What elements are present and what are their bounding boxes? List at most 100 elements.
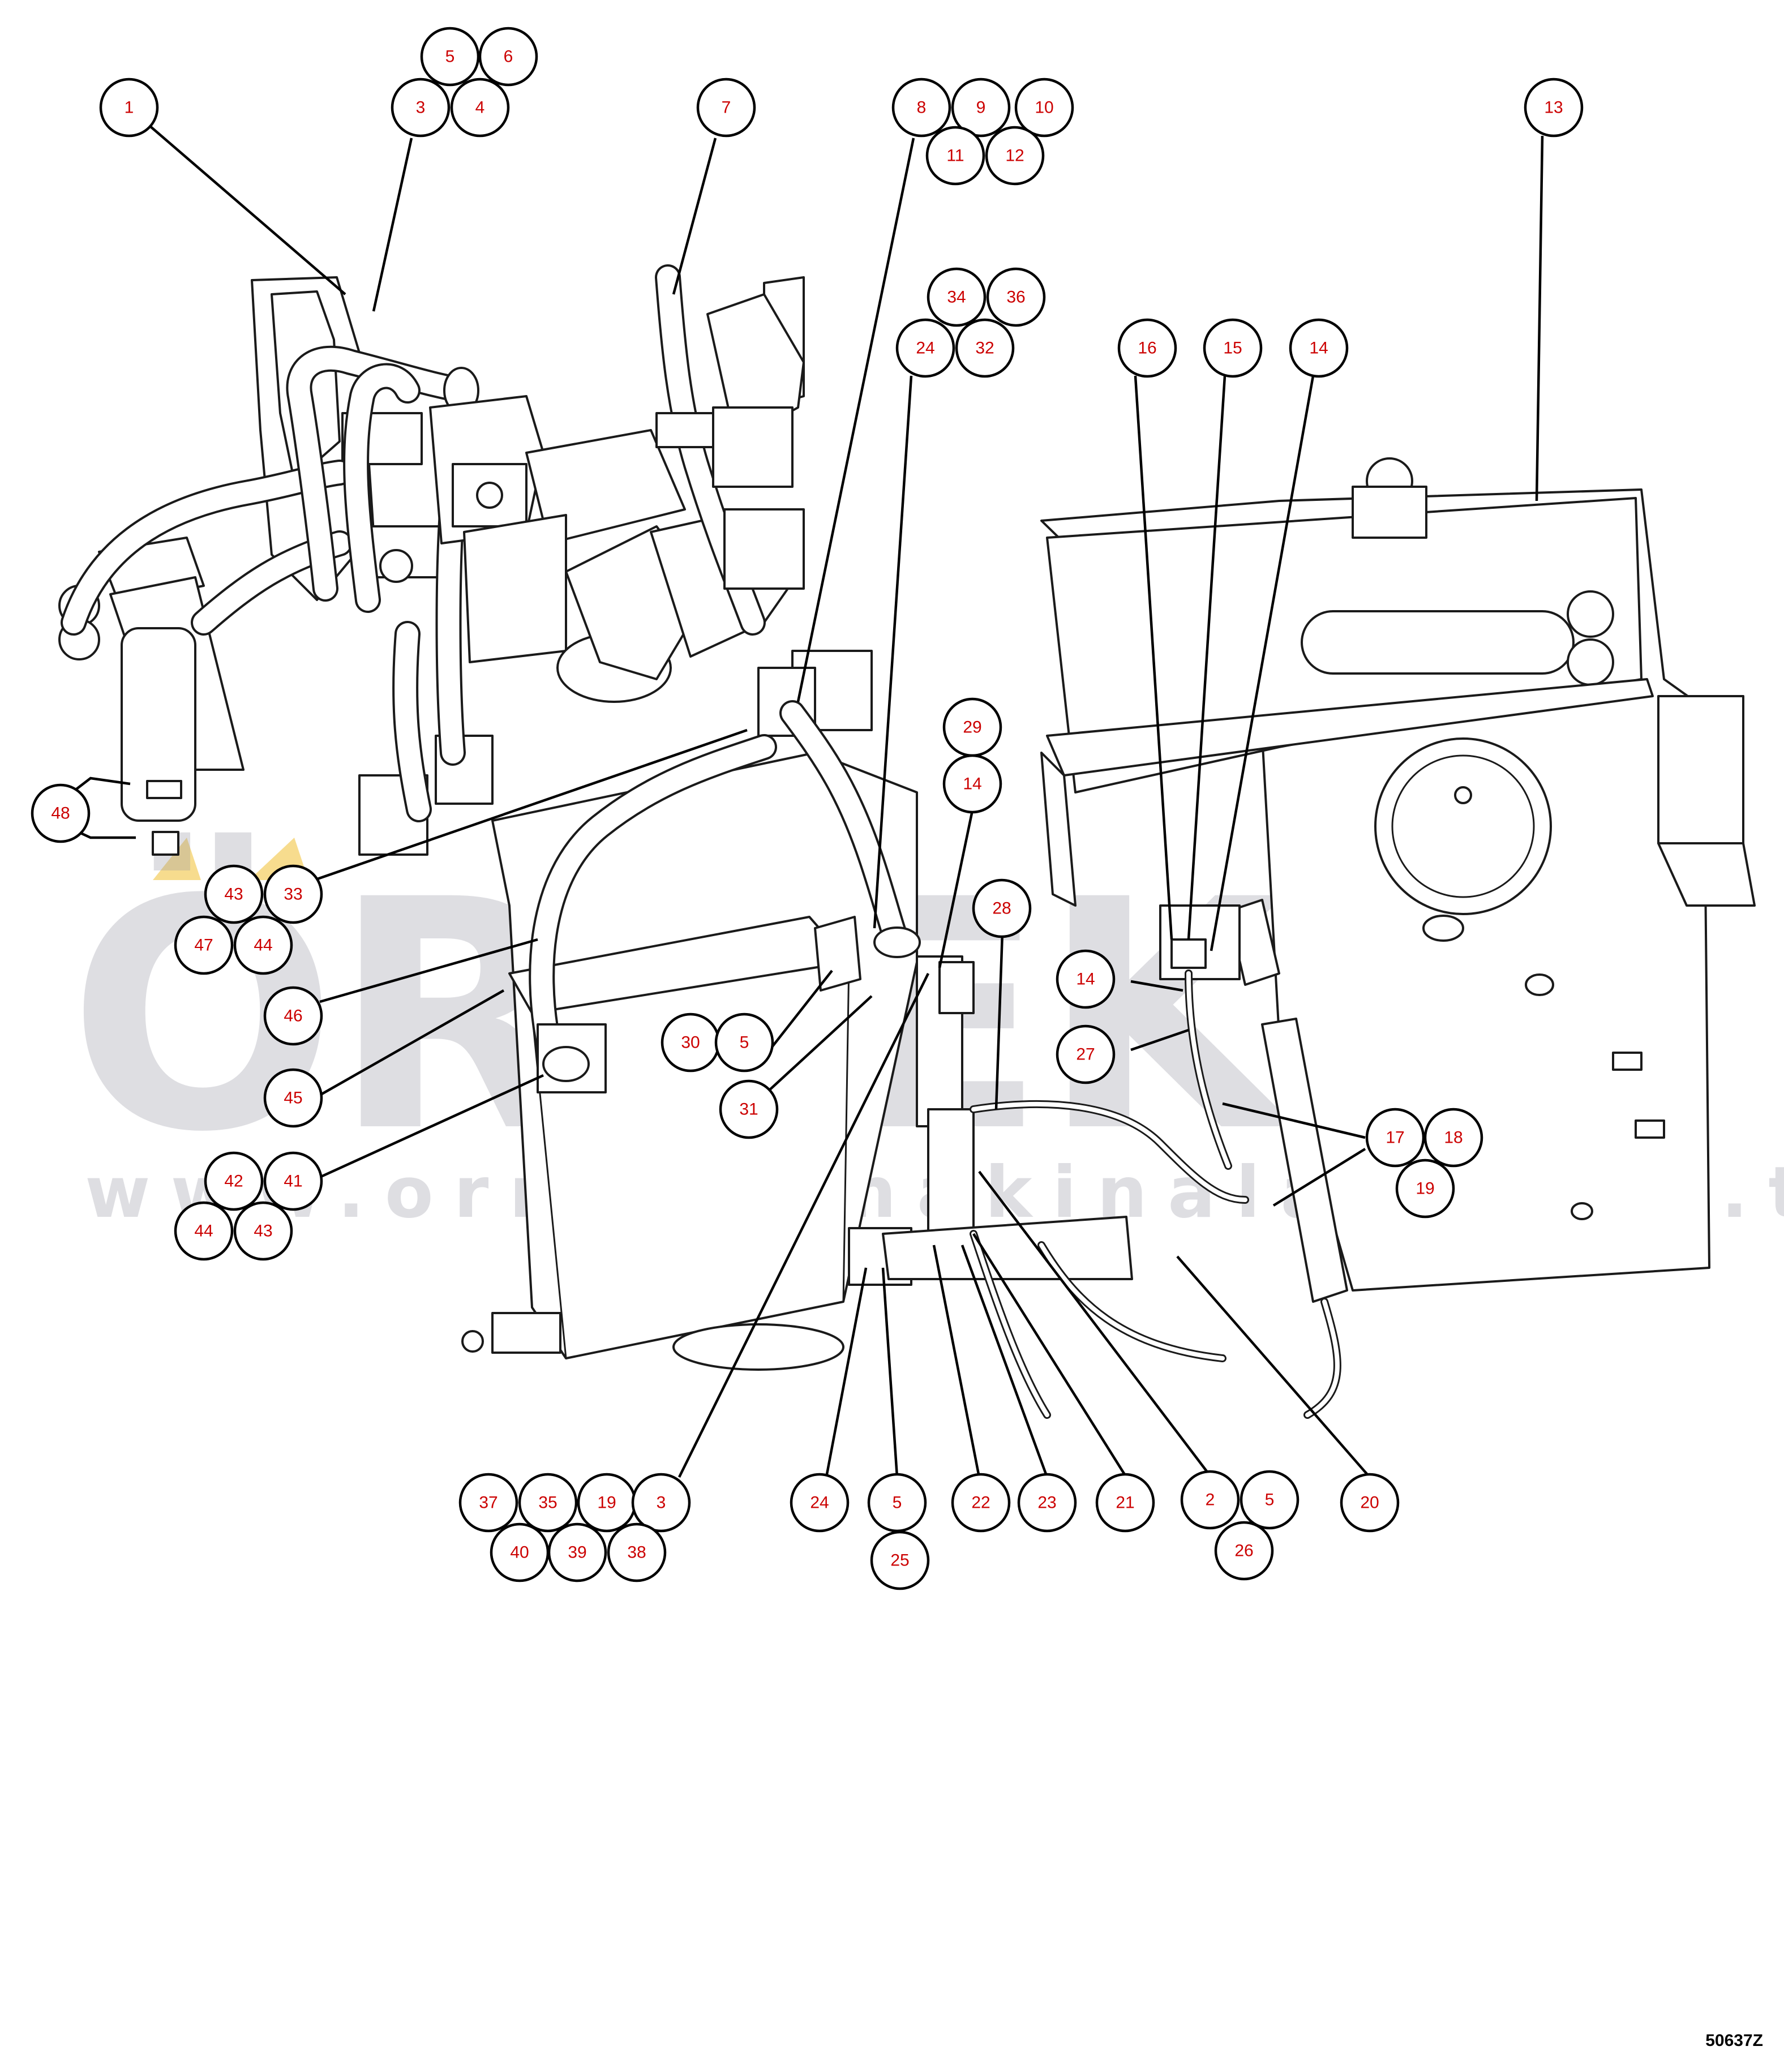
- callout-24: 24: [895, 318, 955, 378]
- callout-44: 44: [174, 1201, 234, 1261]
- leader-line: [1272, 1148, 1366, 1207]
- leader-line: [960, 1245, 1049, 1478]
- callout-46: 46: [263, 986, 323, 1046]
- callout-28: 28: [972, 878, 1032, 938]
- leader-line: [766, 995, 873, 1093]
- svg-text:9: 9: [976, 98, 986, 117]
- leader-line: [825, 1267, 868, 1478]
- callout-10: 10: [1014, 78, 1074, 138]
- leader-lines: [53, 125, 1544, 1478]
- callout-43: 43: [233, 1201, 293, 1261]
- callout-5: 5: [867, 1473, 927, 1533]
- return-hose: [529, 734, 777, 1093]
- callout-8: 8: [891, 78, 951, 138]
- svg-text:12: 12: [1005, 147, 1024, 165]
- leader-line: [1210, 375, 1315, 951]
- callout-15: 15: [1203, 318, 1263, 378]
- callouts: 1 5 6 3 4 7 8 9 10 11 12 13 34 36 24 32 …: [31, 27, 1584, 1590]
- svg-text:32: 32: [975, 339, 994, 358]
- svg-text:18: 18: [1444, 1129, 1463, 1147]
- svg-text:24: 24: [916, 339, 934, 358]
- svg-text:45: 45: [284, 1089, 302, 1108]
- drawing-code: 50637Z: [1705, 2031, 1763, 2050]
- callout-16: 16: [1117, 318, 1177, 378]
- callout-41: 41: [263, 1151, 323, 1211]
- svg-text:2: 2: [1206, 1491, 1215, 1509]
- leader-line: [938, 810, 974, 968]
- svg-text:8: 8: [917, 98, 927, 117]
- leader-line: [1134, 375, 1173, 940]
- callout-5: 5: [420, 27, 480, 87]
- leader-line: [314, 728, 748, 882]
- callout-32: 32: [955, 318, 1015, 378]
- leader-line: [1535, 135, 1544, 501]
- leader-line: [769, 969, 833, 1051]
- svg-text:6: 6: [504, 48, 513, 66]
- leader-line: [1187, 375, 1226, 940]
- svg-text:10: 10: [1035, 98, 1053, 117]
- callout-14: 14: [1056, 949, 1116, 1009]
- svg-text:14: 14: [1309, 339, 1328, 358]
- svg-text:14: 14: [963, 775, 981, 793]
- leader-line: [1130, 1028, 1189, 1052]
- svg-text:31: 31: [739, 1100, 758, 1119]
- callout-34: 34: [927, 267, 987, 327]
- svg-text:5: 5: [1265, 1491, 1275, 1509]
- svg-text:30: 30: [681, 1033, 700, 1052]
- svg-text:5: 5: [445, 48, 455, 66]
- center-frame: [848, 955, 1249, 1419]
- callout-3: 3: [631, 1473, 691, 1533]
- svg-text:43: 43: [224, 885, 243, 904]
- callout-45: 45: [263, 1068, 323, 1128]
- leader-line: [313, 1074, 544, 1182]
- callout-6: 6: [478, 27, 538, 87]
- leader-line: [319, 989, 505, 1096]
- svg-text:26: 26: [1234, 1542, 1253, 1560]
- svg-text:1: 1: [125, 98, 134, 117]
- callout-25: 25: [870, 1530, 930, 1590]
- svg-text:43: 43: [254, 1222, 272, 1241]
- callout-19: 19: [1395, 1159, 1455, 1219]
- callout-24: 24: [790, 1473, 850, 1533]
- leader-line: [672, 138, 717, 295]
- leader-line: [1176, 1255, 1371, 1478]
- leader-line: [1222, 1102, 1366, 1139]
- svg-text:16: 16: [1138, 339, 1156, 358]
- leader-line: [978, 1170, 1212, 1478]
- svg-text:42: 42: [224, 1172, 243, 1191]
- callout-27: 27: [1056, 1024, 1116, 1084]
- callout-4: 4: [450, 78, 510, 138]
- leader-line: [372, 138, 413, 312]
- callout-21: 21: [1095, 1473, 1155, 1533]
- callout-19: 19: [577, 1473, 637, 1533]
- svg-text:21: 21: [1116, 1494, 1134, 1512]
- svg-text:5: 5: [893, 1494, 902, 1512]
- svg-text:39: 39: [568, 1543, 586, 1562]
- callout-26: 26: [1214, 1521, 1274, 1581]
- svg-text:20: 20: [1360, 1494, 1379, 1512]
- svg-text:14: 14: [1076, 970, 1095, 989]
- callout-9: 9: [951, 78, 1011, 138]
- svg-text:17: 17: [1386, 1129, 1404, 1147]
- callout-37: 37: [458, 1473, 518, 1533]
- svg-text:33: 33: [284, 885, 302, 904]
- callout-47: 47: [174, 915, 234, 975]
- callout-31: 31: [719, 1079, 779, 1139]
- callout-29: 29: [942, 697, 1002, 757]
- svg-text:5: 5: [740, 1033, 749, 1052]
- callout-2: 2: [1180, 1470, 1240, 1530]
- callout-43: 43: [204, 864, 264, 924]
- diagonal-hose: [779, 700, 921, 992]
- leader-line: [148, 125, 346, 295]
- svg-text:19: 19: [1416, 1179, 1434, 1198]
- svg-text:23: 23: [1037, 1494, 1056, 1512]
- svg-text:47: 47: [194, 936, 213, 955]
- callout-48: 48: [31, 783, 91, 843]
- leader-line: [994, 932, 1004, 1110]
- callout-40: 40: [490, 1522, 550, 1582]
- leader-line: [881, 1267, 899, 1478]
- machine-drawing: [58, 264, 1756, 1419]
- callout-13: 13: [1524, 78, 1584, 138]
- callout-18: 18: [1423, 1108, 1483, 1168]
